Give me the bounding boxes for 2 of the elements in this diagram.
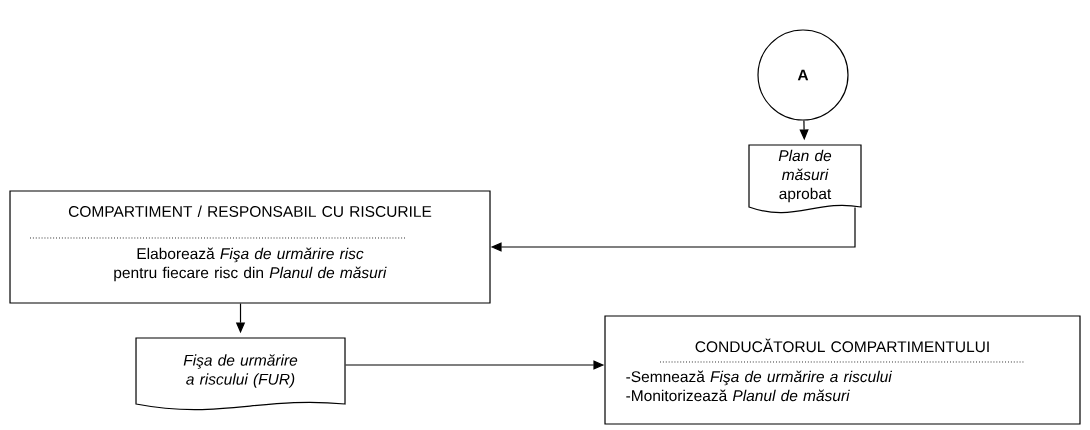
process-box: COMPARTIMENT / RESPONSABIL CU RISCURILE Elaborează Fişa de urmărire risc pentru fiecare risc din Planul de măsuri bbox=[9, 190, 491, 304]
process-box: CONDUCĂTORUL COMPARTIMENTULUI -Semnează Fişa de urmărire a riscului -Monitorizează Planul de măsuri bbox=[604, 315, 1081, 425]
